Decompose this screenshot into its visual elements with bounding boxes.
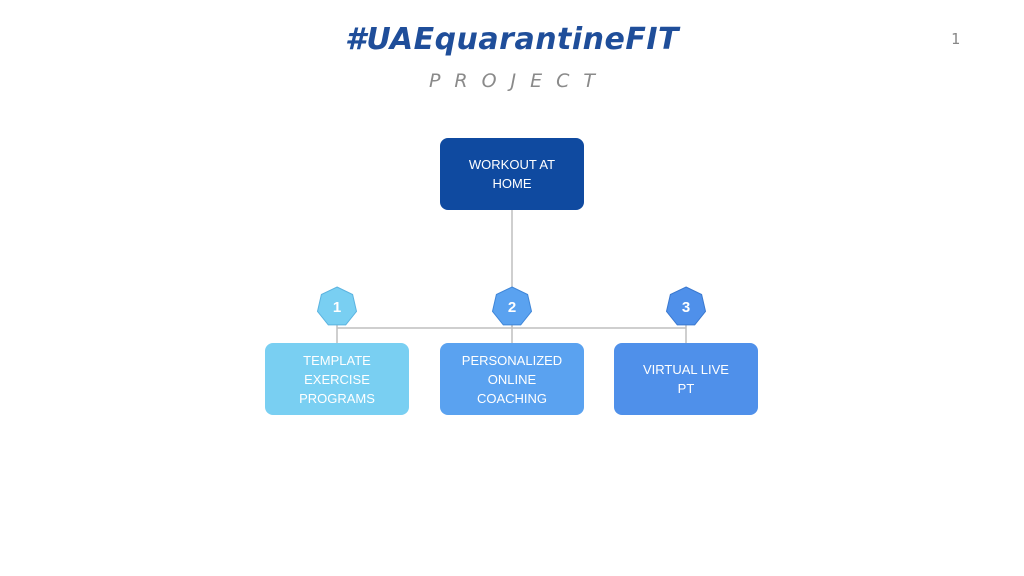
badge-number-1: 1 <box>332 298 342 316</box>
badge-shape-2 <box>491 286 533 326</box>
option-box-3: VIRTUAL LIVE PT <box>614 343 758 415</box>
badge-shape-3 <box>665 286 707 326</box>
option-box-2: PERSONALIZED ONLINE COACHING <box>440 343 584 415</box>
badge-number-2: 2 <box>507 298 517 316</box>
option-box-1: TEMPLATE EXERCISE PROGRAMS <box>265 343 409 415</box>
page-subtitle: PROJECT <box>428 70 610 92</box>
root-node-box: WORKOUT AT HOME <box>440 138 584 210</box>
badge-number-3: 3 <box>681 298 691 316</box>
badge-shape-1 <box>316 286 358 326</box>
page-title: #UAEquarantineFIT <box>344 22 680 57</box>
page-number: 1 <box>950 30 960 48</box>
